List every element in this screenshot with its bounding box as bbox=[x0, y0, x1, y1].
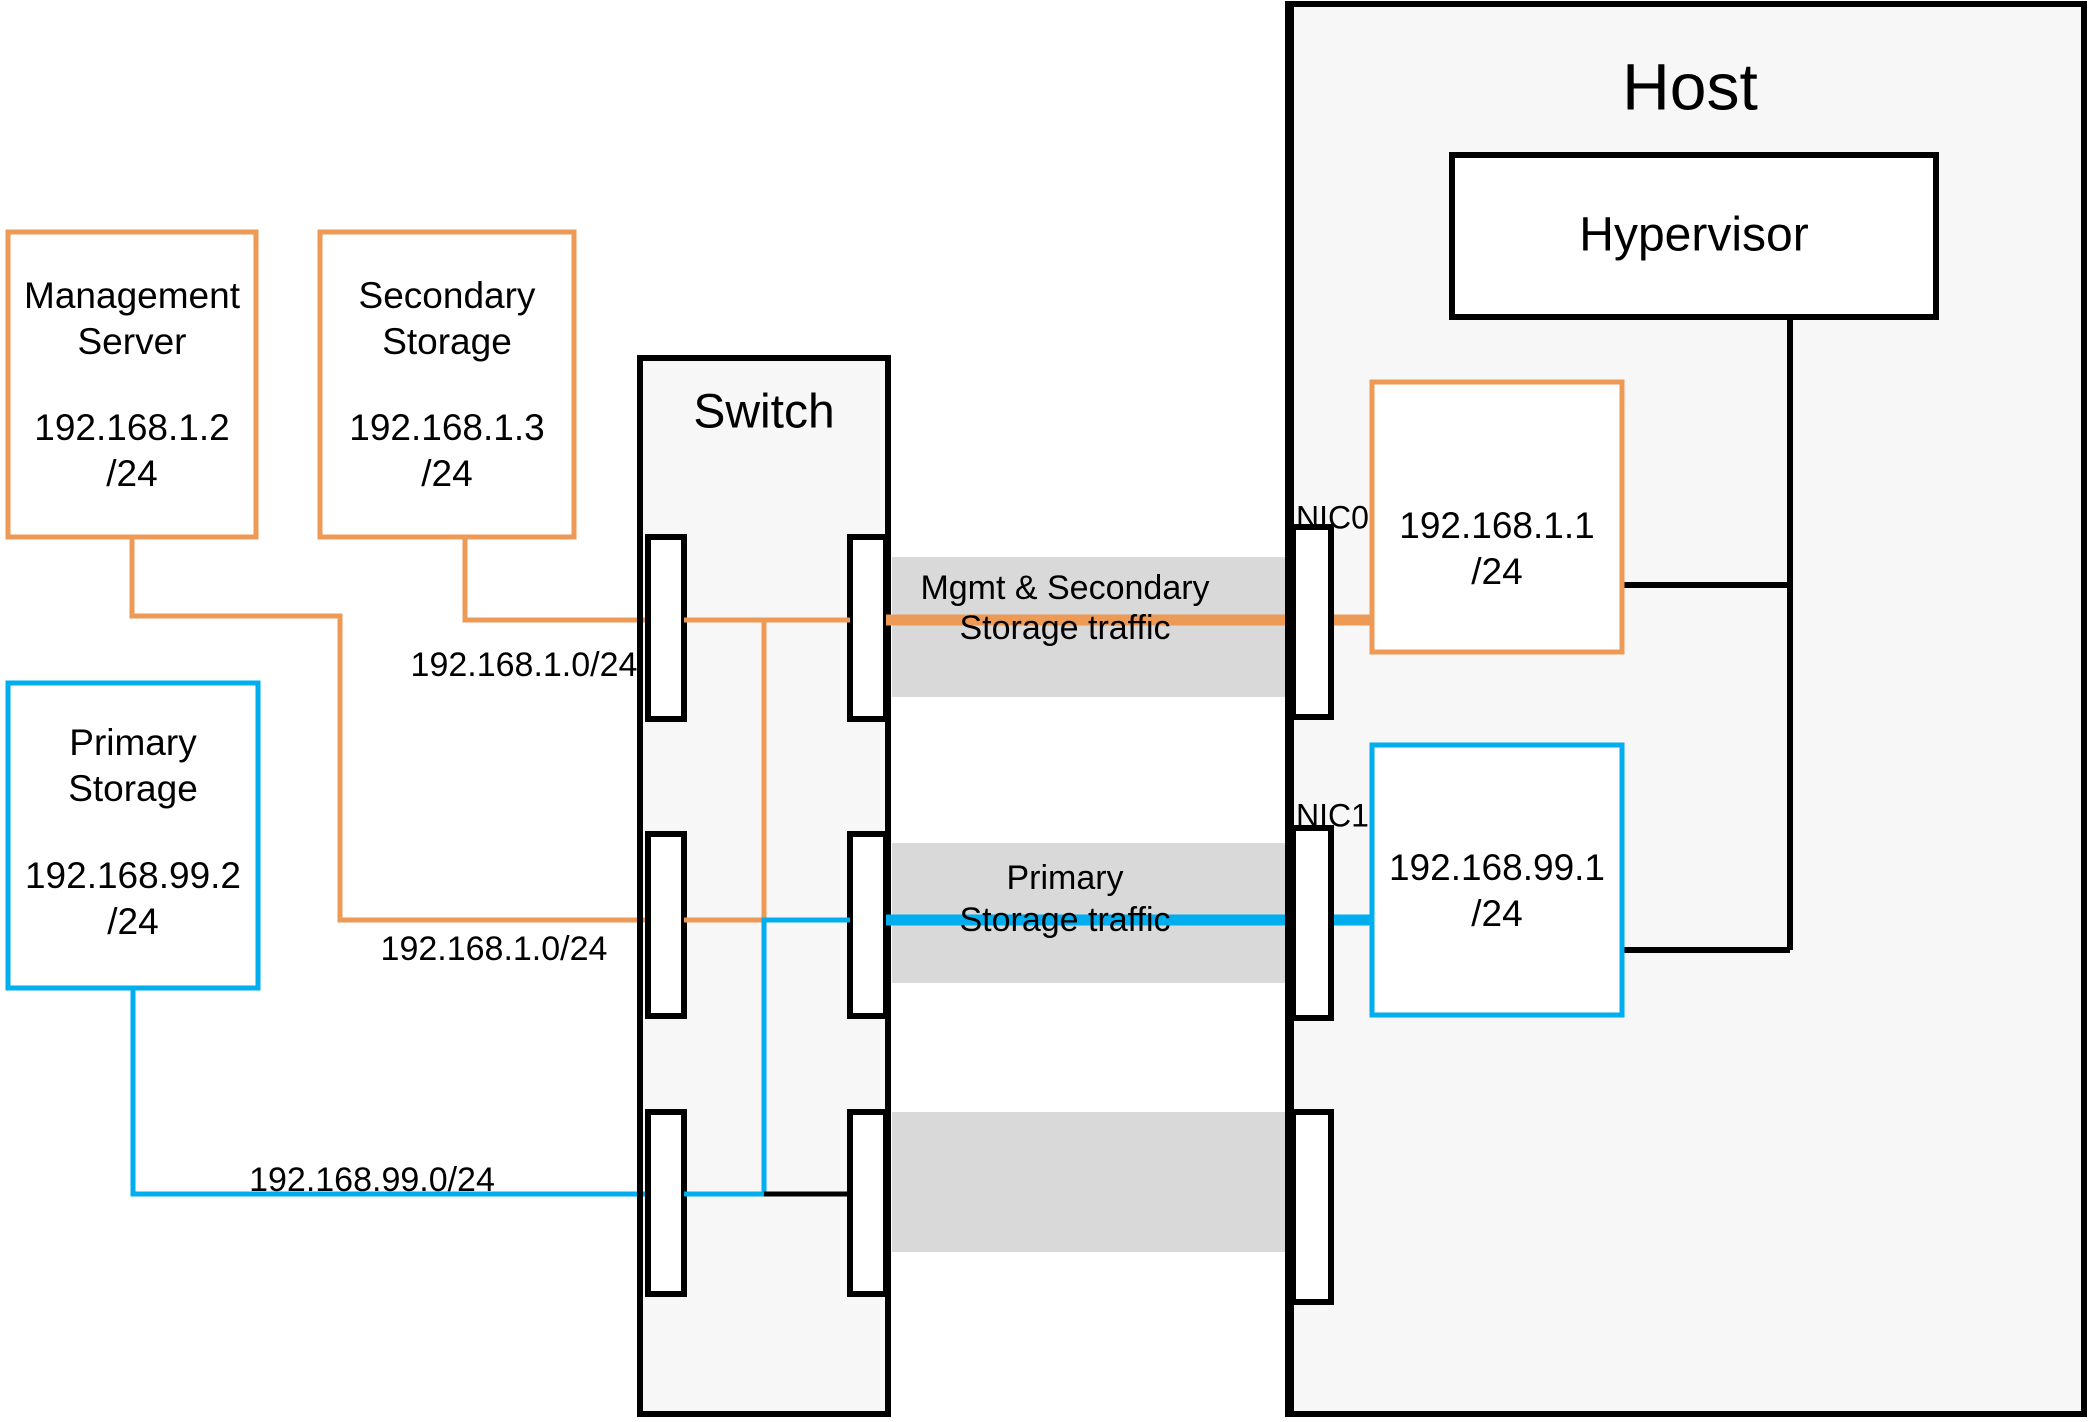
switch-port-left-1[interactable] bbox=[645, 534, 687, 722]
third-traffic-band bbox=[892, 1112, 1292, 1252]
cable-secondary-storage bbox=[462, 537, 648, 623]
hypervisor-label: Hypervisor bbox=[1579, 209, 1808, 262]
nic0-mask: /24 bbox=[1471, 551, 1522, 592]
switch-internal-blue bbox=[684, 917, 850, 1197]
mgmt-traffic-band bbox=[892, 557, 1292, 697]
switch-port-right-3[interactable] bbox=[847, 1109, 889, 1297]
primary-traffic-band bbox=[892, 843, 1292, 983]
primary-storage-label-line1: Primary bbox=[69, 722, 197, 763]
secondary-storage-box[interactable] bbox=[317, 229, 577, 540]
secondary-storage-mask: /24 bbox=[421, 453, 472, 494]
nic0-port[interactable] bbox=[1290, 524, 1334, 720]
secondary-storage-label-line2: Storage bbox=[382, 321, 512, 362]
nic2-port[interactable] bbox=[1290, 1109, 1334, 1305]
nic0-ip: 192.168.1.1 bbox=[1399, 505, 1594, 546]
primary-storage-box[interactable] bbox=[5, 680, 261, 991]
mgmt-traffic-label-line2: Storage traffic bbox=[959, 609, 1170, 647]
management-server-label-line1: Management bbox=[24, 275, 241, 316]
hypervisor-trunk bbox=[1620, 317, 1793, 953]
management-server-box[interactable] bbox=[5, 229, 259, 540]
management-server-label-line2: Server bbox=[78, 321, 187, 362]
hypervisor-box[interactable] bbox=[1449, 152, 1939, 320]
primary-storage-ip: 192.168.99.2 bbox=[25, 855, 241, 896]
nic1-mask: /24 bbox=[1471, 893, 1522, 934]
switch-port-right-2[interactable] bbox=[847, 831, 889, 1019]
nic1-label: NIC1 bbox=[1296, 797, 1369, 833]
secondary-storage-ip: 192.168.1.3 bbox=[349, 407, 544, 448]
primary-storage-label-line2: Storage bbox=[68, 768, 198, 809]
host-title: Host bbox=[1622, 49, 1758, 123]
switch-internal-orange bbox=[684, 617, 850, 923]
cable-mgmt-server bbox=[129, 537, 648, 923]
subnet-label-mgmt-lower: 192.168.1.0/24 bbox=[381, 930, 608, 968]
switch-port-left-3[interactable] bbox=[645, 1109, 687, 1297]
switch-port-right-1[interactable] bbox=[847, 534, 889, 722]
management-server-ip: 192.168.1.2 bbox=[34, 407, 229, 448]
switch-port-left-2[interactable] bbox=[645, 831, 687, 1019]
nic0-ip-box[interactable] bbox=[1369, 379, 1625, 655]
nic1-ip: 192.168.99.1 bbox=[1389, 847, 1605, 888]
secondary-storage-label-line1: Secondary bbox=[359, 275, 536, 316]
subnet-label-mgmt-upper: 192.168.1.0/24 bbox=[411, 646, 638, 684]
nic0-label: NIC0 bbox=[1296, 499, 1369, 535]
nic1-ip-box[interactable] bbox=[1369, 742, 1625, 1018]
switch-title: Switch bbox=[693, 386, 834, 439]
subnet-label-primary: 192.168.99.0/24 bbox=[249, 1161, 495, 1199]
mgmt-traffic-label-line1: Mgmt & Secondary bbox=[920, 569, 1209, 607]
management-server-mask: /24 bbox=[106, 453, 157, 494]
nic1-port[interactable] bbox=[1290, 825, 1334, 1021]
cable-primary-storage bbox=[130, 988, 648, 1197]
primary-traffic-label-line2: Storage traffic bbox=[959, 901, 1170, 939]
primary-traffic-label-line1: Primary bbox=[1006, 859, 1123, 897]
primary-storage-mask: /24 bbox=[107, 901, 158, 942]
